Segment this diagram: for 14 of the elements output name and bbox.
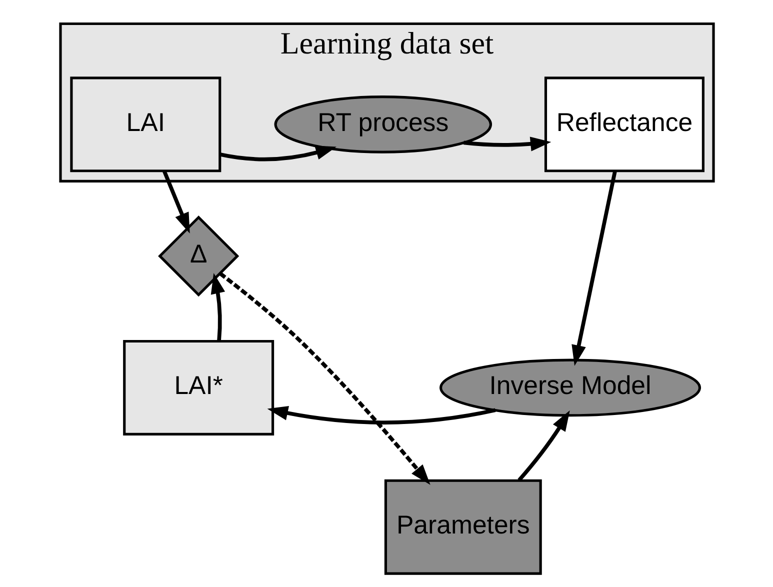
arrow xyxy=(218,146,336,162)
arrow xyxy=(571,170,616,366)
arrow xyxy=(162,170,190,234)
node-ellipse: RT process xyxy=(274,96,492,154)
arrow xyxy=(266,406,496,424)
arrow xyxy=(210,272,225,342)
node-ellipse: Inverse Model xyxy=(439,358,701,417)
node-box: Parameters xyxy=(384,479,542,575)
node-box: Reflectance xyxy=(544,76,704,172)
node-box: LAI* xyxy=(122,340,274,436)
arrow xyxy=(218,272,430,485)
node-box: LAI xyxy=(70,76,221,172)
arrow xyxy=(463,136,551,152)
arrow xyxy=(517,410,570,482)
